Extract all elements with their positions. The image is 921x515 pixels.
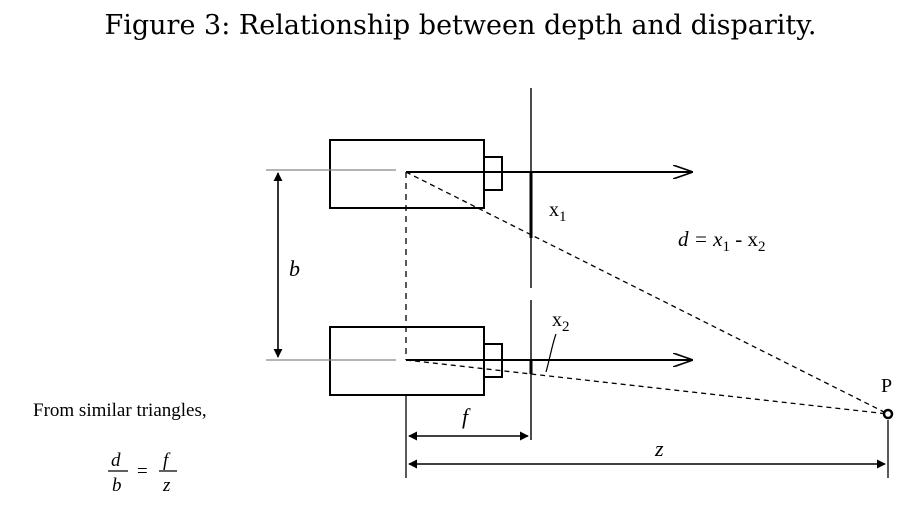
x2-leader: [545, 333, 557, 373]
baseline-label: b: [289, 256, 300, 281]
point-p-label: P: [881, 375, 892, 397]
point-p-marker: [882, 408, 894, 420]
top-camera-lens: [483, 156, 503, 191]
top-camera-body: [329, 139, 485, 209]
similar-triangles-formula: d b = f z: [108, 450, 177, 496]
depth-label: z: [654, 436, 664, 461]
fraction1-denominator: b: [112, 475, 122, 496]
disparity-equation: d = x1 - x2: [678, 227, 766, 255]
bottom-ray-to-point: [405, 359, 889, 415]
top-camera: [329, 139, 503, 209]
focal-label: f: [462, 404, 471, 429]
x1-label: x1: [549, 199, 567, 225]
x2-label: x2: [552, 309, 570, 335]
fraction1-numerator: d: [111, 450, 121, 471]
similar-triangles-text: From similar triangles,: [33, 400, 207, 421]
fraction2-numerator: f: [163, 450, 171, 471]
equals-sign: =: [137, 461, 148, 482]
figure-caption: Figure 3: Relationship between depth and…: [104, 10, 817, 41]
fraction2-denominator: z: [162, 475, 171, 496]
